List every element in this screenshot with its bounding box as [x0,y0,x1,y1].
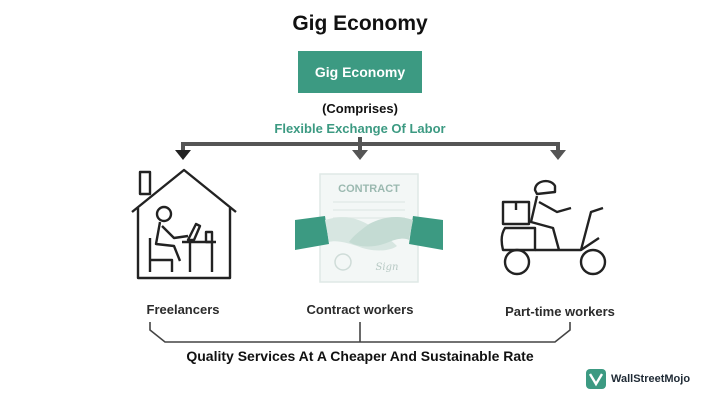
wallstreetmojo-logo-icon [585,368,607,390]
arrow-down-icon [175,150,191,160]
arrow-down-icon [550,150,566,160]
freelancer-house-icon [128,166,240,288]
node-label-contract-workers: Contract workers [290,302,430,317]
contract-handshake-icon: CONTRACT Sign [295,170,443,288]
node-label-part-time-workers: Part-time workers [490,304,630,319]
brand-logo[interactable]: WallStreetMojo [585,368,690,390]
contract-title: CONTRACT [338,183,400,195]
arrow-down-icon [352,150,368,160]
signature-text: Sign [376,262,399,273]
footer-statement: Quality Services At A Cheaper And Sustai… [0,348,720,364]
node-label-freelancers: Freelancers [120,302,246,317]
delivery-scooter-icon [495,172,617,282]
brand-name: WallStreetMojo [611,373,690,385]
